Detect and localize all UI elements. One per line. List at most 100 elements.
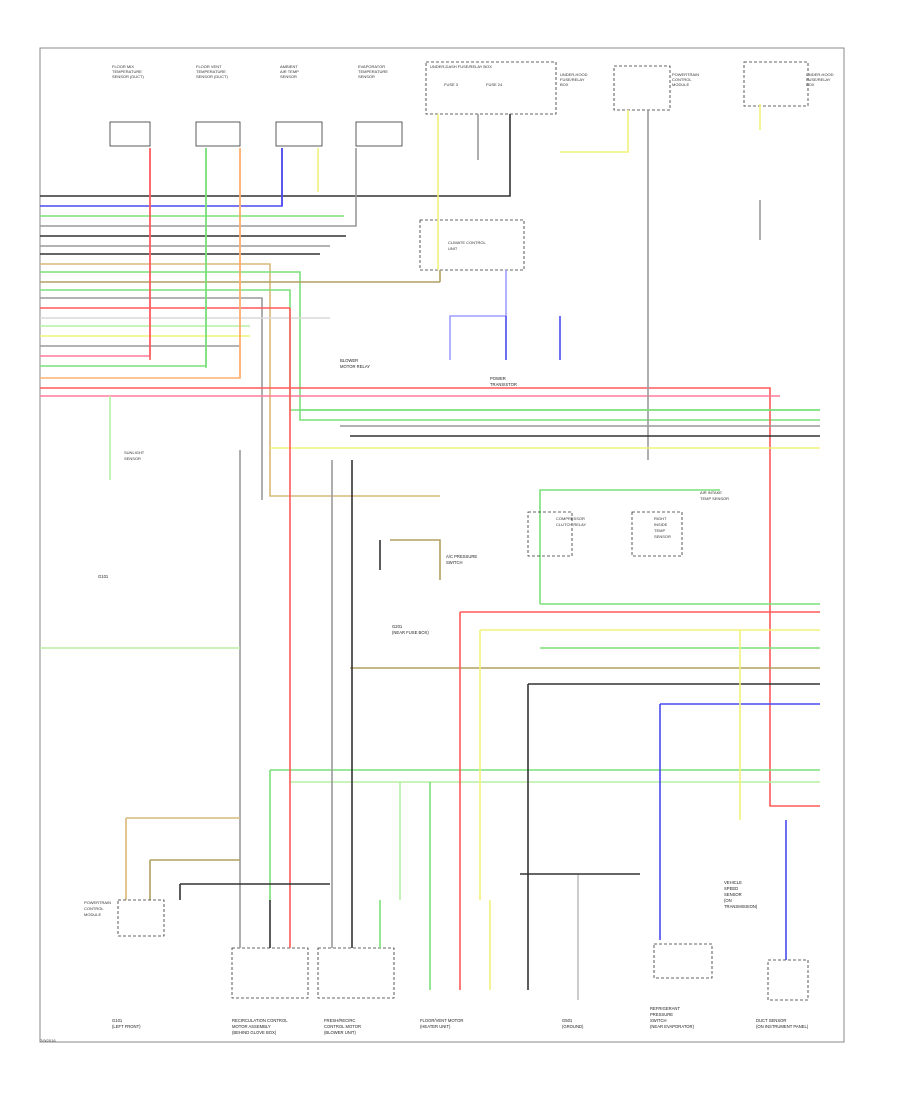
b8-title-line-2: SPEED — [724, 886, 738, 891]
right-inside-sensor-line-1: RIGHT — [654, 516, 667, 521]
top-sensor-1-title-line-2: TEMPERATURE — [112, 69, 142, 74]
air-intake-sensor-line-1: AIR INTAKE — [700, 490, 722, 495]
top-sensor-2-title-line-1: FLOOR VENT — [196, 64, 222, 69]
top-sensor-1-title-line-3: SENSOR (DUCT) — [112, 74, 144, 79]
right-fuse-box-title-line-2: FUSE/RELAY — [806, 77, 831, 82]
blower-relay-line-2: MOTOR RELAY — [340, 364, 370, 369]
page-border — [39, 47, 845, 1043]
compressor-relay-title-line-1: COMPRESSOR — [556, 516, 585, 521]
sunlight-sensor-ground: G101 — [98, 574, 109, 579]
top-sensor-4-title-line-1: EVAPORATOR — [358, 64, 385, 69]
b2-title-line-1: RECIRCULATION CONTROL — [232, 1018, 288, 1023]
top-sensor-2: FLOOR VENT TEMPERATURE SENSOR (DUCT) — [195, 64, 241, 147]
power-transistor-line-1: POWER — [490, 376, 506, 381]
sensor-wires — [149, 104, 761, 460]
ac-pressure-switch: A/C PRESSURE SWITCH — [446, 554, 477, 565]
b8-title-line-5: TRANSMISSION) — [724, 904, 758, 909]
b6-title-line-1: REFRIGERANT — [650, 1006, 680, 1011]
relay-box-title-line-2: FUSE/RELAY — [560, 77, 585, 82]
left-mid-sensor: SUNLIGHT SENSOR G101 — [98, 450, 145, 579]
bottom-module-3: FRESH/RECIRC CONTROL MOTOR (BLOWER UNIT) — [317, 947, 395, 1035]
b8-title-line-3: SENSOR — [724, 892, 742, 897]
b7-title-line-2: (ON INSTRUMENT PANEL) — [756, 1024, 809, 1029]
b8-title-line-4: (ON — [724, 898, 732, 903]
b1-bottom-line-2: (LEFT FRONT) — [112, 1024, 141, 1029]
b6-title-line-2: PRESSURE — [650, 1012, 673, 1017]
top-sensor-3: AMBIENT AIR TEMP SENSOR — [275, 64, 323, 147]
top-sensor-4-title-line-2: TEMPERATURE — [358, 69, 388, 74]
relay-box-title-line-1: UNDER-HOOD — [560, 72, 588, 77]
air-intake-sensor: AIR INTAKE TEMP SENSOR — [700, 490, 729, 501]
fuse-box: UNDER-DASH FUSE/RELAY BOX FUSE 3 FUSE 24 — [425, 61, 557, 115]
page-id: 7/9/2016 — [40, 1038, 56, 1043]
air-intake-sensor-line-2: TEMP SENSOR — [700, 496, 729, 501]
compressor-relay: COMPRESSOR CLUTCH RELAY — [527, 511, 586, 557]
right-inside-sensor: RIGHT INSIDE TEMP SENSOR — [631, 511, 683, 557]
top-sensor-3-title-line-3: SENSOR — [280, 74, 297, 79]
climate-control-unit: CLIMATE CONTROL UNIT — [419, 219, 525, 271]
bottom-module-5: G501 (GROUND) — [562, 1018, 584, 1029]
mid-ground-sub: (NEAR FUSE BOX) — [392, 630, 429, 635]
relay-box: UNDER-HOOD FUSE/RELAY BOX — [560, 72, 588, 87]
b2-sub: (BEHIND GLOVE BOX) — [232, 1030, 277, 1035]
b1-title-line-1: POWERTRAIN — [84, 900, 111, 905]
blower-relay-line-1: BLOWER — [340, 358, 358, 363]
relay-box-title-line-3: BOX — [560, 82, 569, 87]
blower-relay: BLOWER MOTOR RELAY — [340, 358, 370, 369]
bottom-module-2: RECIRCULATION CONTROL MOTOR ASSEMBLY (BE… — [231, 947, 309, 1035]
b8-title-line-1: VEHICLE — [724, 880, 742, 885]
b1-title-line-2: CONTROL — [84, 906, 104, 911]
b7-title-line-1: DUCT SENSOR — [756, 1018, 786, 1023]
top-sensor-3-title-line-2: AIR TEMP — [280, 69, 299, 74]
power-transistor: POWER TRANSISTOR — [490, 376, 517, 387]
top-sensor-1: FLOOR MIX TEMPERATURE SENSOR (DUCT) — [109, 64, 151, 147]
ac-pressure-switch-line-2: SWITCH — [446, 560, 463, 565]
power-box-title-line-1: POWERTRAIN — [672, 72, 699, 77]
power-box-title-line-2: CONTROL — [672, 77, 692, 82]
power-transistor-line-2: TRANSISTOR — [490, 382, 517, 387]
top-sensor-2-title-line-3: SENSOR (DUCT) — [196, 74, 228, 79]
mid-ground: G201 (NEAR FUSE BOX) — [392, 624, 429, 635]
fuse-box-title: UNDER-DASH FUSE/RELAY BOX — [430, 64, 492, 69]
b1-bottom-line-1: G101 — [112, 1018, 123, 1023]
right-exits — [270, 409, 820, 783]
bottom-module-7: DUCT SENSOR (ON INSTRUMENT PANEL) — [756, 959, 809, 1029]
mid-ground-title: G201 — [392, 624, 403, 629]
right-inside-sensor-line-4: SENSOR — [654, 534, 671, 539]
right-fuse-box: UNDER-HOOD FUSE/RELAY BOX — [743, 61, 834, 107]
b3-title-line-2: CONTROL MOTOR — [324, 1024, 361, 1029]
top-sensor-1-title-line-1: FLOOR MIX — [112, 64, 134, 69]
top-sensor-2-title-line-2: TEMPERATURE — [196, 69, 226, 74]
b4-title-line-1: FLOOR/VENT MOTOR — [420, 1018, 463, 1023]
b1-title-line-3: MODULE — [84, 912, 101, 917]
b6-title-line-3: SWITCH — [650, 1018, 667, 1023]
wire-bus — [40, 114, 820, 807]
top-sensor-3-title-line-1: AMBIENT — [280, 64, 298, 69]
top-sensor-4: EVAPORATOR TEMPERATURE SENSOR — [355, 64, 403, 147]
right-fuse-box-title-line-1: UNDER-HOOD — [806, 72, 834, 77]
fuse-box-fuse-2: FUSE 24 — [486, 82, 503, 87]
b2-title-line-2: MOTOR ASSEMBLY — [232, 1024, 271, 1029]
climate-control-title-line-2: UNIT — [448, 246, 458, 251]
bottom-connectors — [239, 874, 579, 1000]
bottom-module-4: FLOOR/VENT MOTOR (HEATER UNIT) — [420, 1018, 463, 1029]
b5-title-line-1: G501 — [562, 1018, 573, 1023]
sunlight-sensor-line-2: SENSOR — [124, 456, 141, 461]
b3-title-line-3: (BLOWER UNIT) — [324, 1030, 356, 1035]
compressor-relay-title-line-2: CLUTCH RELAY — [556, 522, 586, 527]
b5-title-line-2: (GROUND) — [562, 1024, 584, 1029]
power-box: POWERTRAIN CONTROL MODULE — [613, 65, 699, 111]
sunlight-sensor-line-1: SUNLIGHT — [124, 450, 145, 455]
b4-title-line-2: (HEATER UNIT) — [420, 1024, 451, 1029]
right-fuse-box-title-line-3: BOX — [806, 82, 815, 87]
fuse-box-fuse-1: FUSE 3 — [444, 82, 459, 87]
bottom-module-8: VEHICLE SPEED SENSOR (ON TRANSMISSION) — [724, 880, 758, 909]
top-sensor-4-title-line-3: SENSOR — [358, 74, 375, 79]
bottom-module-1: POWERTRAIN CONTROL MODULE G101 (LEFT FRO… — [84, 899, 165, 1029]
power-box-title-line-3: MODULE — [672, 82, 689, 87]
b3-title-line-1: FRESH/RECIRC — [324, 1018, 355, 1023]
right-inside-sensor-line-2: INSIDE — [654, 522, 668, 527]
b6-sub: (NEAR EVAPORATOR) — [650, 1024, 695, 1029]
climate-control-title-line-1: CLIMATE CONTROL — [448, 240, 486, 245]
